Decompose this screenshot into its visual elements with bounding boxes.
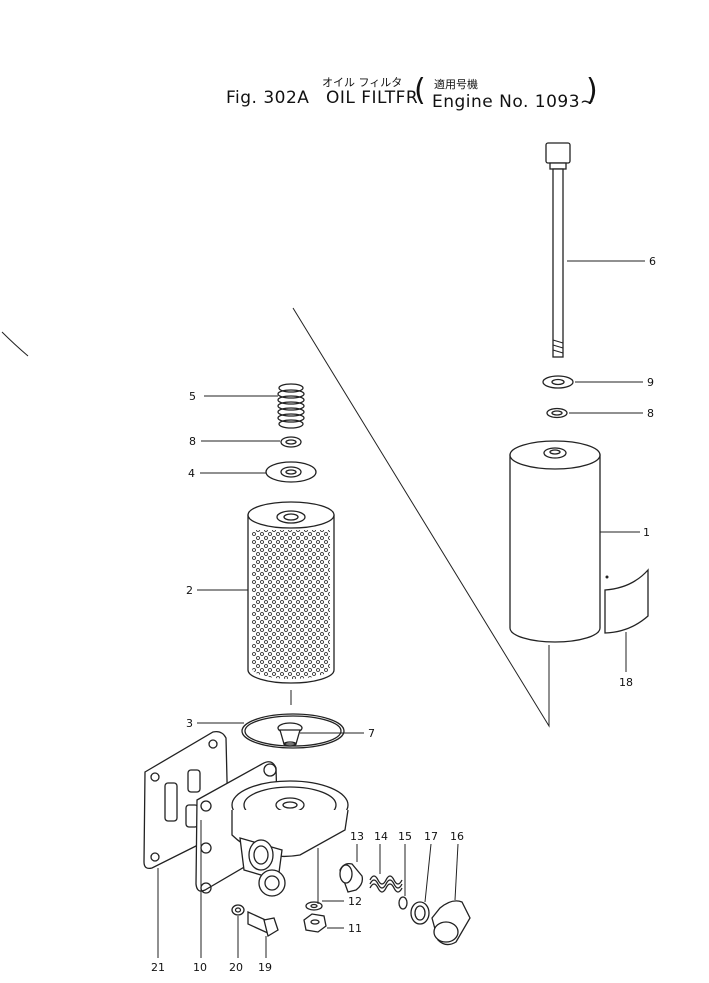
part-4-seat-plate xyxy=(265,461,317,483)
part-5-spring xyxy=(277,383,305,429)
title-fig-number: Fig. 302A xyxy=(226,88,310,108)
part-13-relief-valve xyxy=(339,862,364,893)
callout-9: 9 xyxy=(647,376,654,389)
part-15-washer xyxy=(398,896,408,910)
callout-20: 20 xyxy=(229,961,243,974)
callout-19: 19 xyxy=(258,961,272,974)
callout-3: 3 xyxy=(186,717,193,730)
callout-2: 2 xyxy=(186,584,193,597)
title-name-jp: オイル フィルタ xyxy=(322,76,403,89)
part-14-spring xyxy=(369,875,403,893)
part-8-o-ring-left xyxy=(280,436,302,448)
callout-12: 12 xyxy=(348,895,362,908)
callout-11: 11 xyxy=(348,922,362,935)
part-18-label-plate xyxy=(604,568,649,634)
part-7-valve xyxy=(277,722,303,747)
callout-5: 5 xyxy=(189,390,196,403)
callout-6: 6 xyxy=(649,255,656,268)
part-17-gasket xyxy=(410,901,430,925)
part-11-nut xyxy=(303,913,327,933)
callout-16: 16 xyxy=(450,830,464,843)
part-12-washer xyxy=(305,901,323,911)
callout-10: 10 xyxy=(193,961,207,974)
callout-14: 14 xyxy=(374,830,388,843)
part-8-o-ring-upper xyxy=(546,407,568,419)
part-6-center-bolt xyxy=(545,142,571,358)
callout-15: 15 xyxy=(398,830,412,843)
title-name-en: OIL FILTFR xyxy=(326,88,419,108)
callout-18: 18 xyxy=(619,676,633,689)
part-10-filter-head xyxy=(195,761,349,897)
part-16-plug xyxy=(431,900,471,946)
callout-4: 4 xyxy=(188,467,195,480)
callout-8-left: 8 xyxy=(189,435,196,448)
title-paren-open: ( xyxy=(414,73,426,108)
callout-13: 13 xyxy=(350,830,364,843)
callout-21: 21 xyxy=(151,961,165,974)
part-1-filter-case xyxy=(509,440,601,643)
assembly-guide-line xyxy=(292,307,550,728)
callout-8-upper: 8 xyxy=(647,407,654,420)
title-paren-close: ) xyxy=(586,73,598,108)
part-9-washer xyxy=(542,375,574,389)
scan-mark xyxy=(1,331,29,357)
part-19-bolt xyxy=(247,910,279,938)
callout-7: 7 xyxy=(368,727,375,740)
callout-1: 1 xyxy=(643,526,650,539)
title-applicable-en: Engine No. 1093~ xyxy=(432,92,595,112)
callout-17: 17 xyxy=(424,830,438,843)
part-20-lock-washer xyxy=(231,904,245,916)
part-2-filter-element xyxy=(247,501,335,705)
title-applicable-jp: 適用号機 xyxy=(434,78,478,91)
